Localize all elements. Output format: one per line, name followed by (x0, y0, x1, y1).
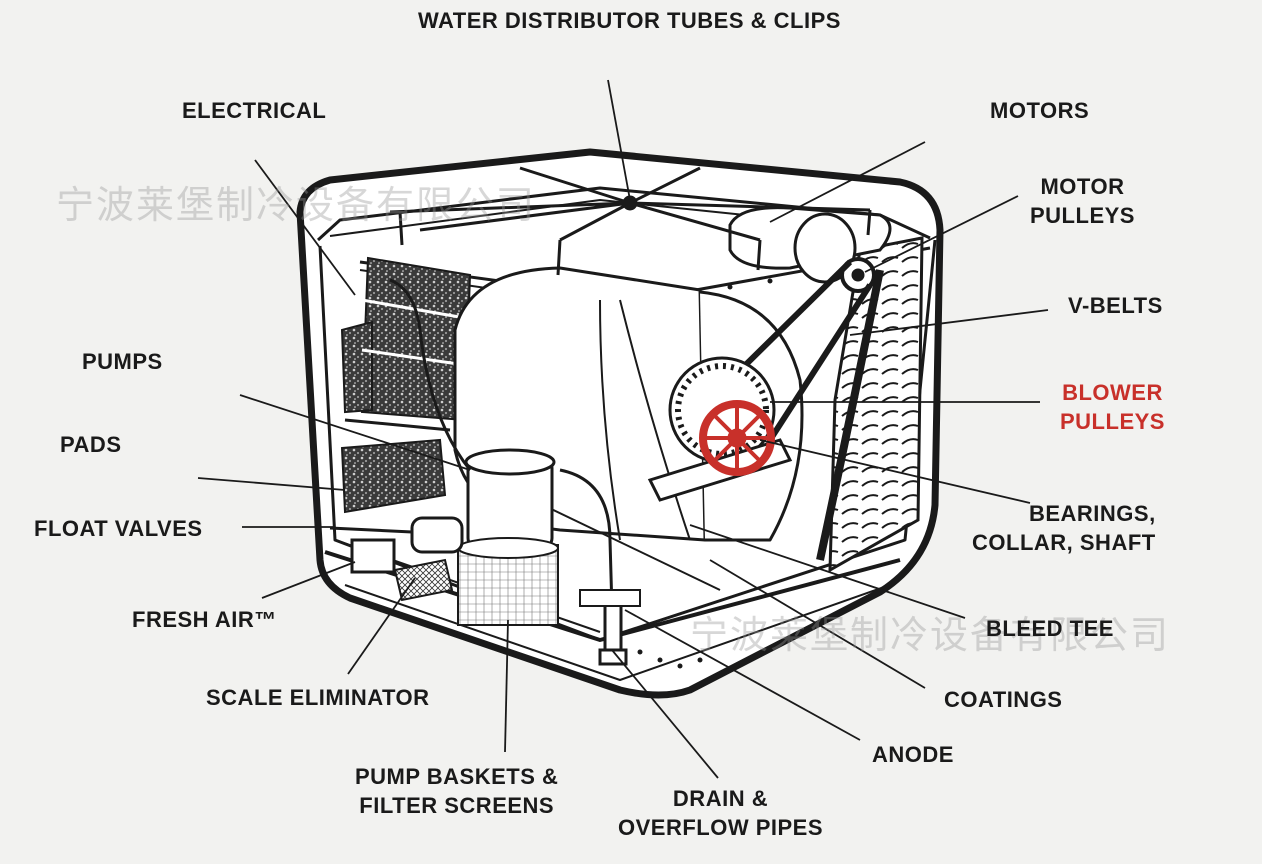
drain-pipe (579, 589, 641, 666)
label-motor-pulleys: MOTOR PULLEYS (1030, 172, 1135, 230)
label-electrical: ELECTRICAL (182, 98, 327, 123)
leader-v-belts (849, 309, 1049, 336)
label-pump-baskets: PUMP BASKETS & FILTER SCREENS (355, 762, 558, 820)
label-pumps: PUMPS (82, 349, 163, 374)
leader-water-distributor (607, 79, 631, 201)
leader-motors (769, 141, 926, 223)
label-fresh-air: FRESH AIR™ (132, 607, 277, 632)
label-blower-pulleys-line1: BLOWER (1062, 380, 1163, 405)
label-water-distributor: WATER DISTRIBUTOR TUBES & CLIPS (418, 8, 841, 33)
label-pump-baskets-line1: PUMP BASKETS & (355, 764, 559, 789)
leader-coatings (709, 559, 926, 689)
label-motor-pulleys-line1: MOTOR (1040, 174, 1125, 199)
label-bearings-line1: BEARINGS, (1028, 501, 1156, 526)
leader-electrical (254, 159, 356, 296)
leader-pads (197, 477, 346, 491)
label-v-belts: V-BELTS (1068, 293, 1163, 318)
label-pads: PADS (60, 432, 122, 457)
label-anode: ANODE (872, 742, 954, 767)
leader-fresh-air (261, 561, 356, 599)
label-bearings: BEARINGS, COLLAR, SHAFT (972, 499, 1156, 557)
label-blower-pulleys: BLOWER PULLEYS (1060, 378, 1165, 436)
leader-bleed-tee (689, 524, 966, 619)
leader-motor-pulleys (864, 195, 1019, 273)
leader-bearings (759, 439, 1031, 504)
label-bearings-line2: COLLAR, SHAFT (972, 530, 1156, 555)
leader-pump-baskets (504, 619, 509, 753)
fresh-air-box (350, 538, 396, 574)
leader-pumps (239, 394, 471, 471)
label-drain: DRAIN & OVERFLOW PIPES (618, 784, 823, 842)
pump-assembly (389, 278, 614, 626)
watermark-top: 宁波莱堡制冷设备有限公司 (56, 183, 537, 227)
motor-assembly (728, 206, 892, 293)
label-motor-pulleys-line2: PULLEYS (1030, 203, 1135, 228)
label-drain-line1: DRAIN & (672, 786, 769, 811)
watermark-bottom: 宁波莱堡制冷设备有限公司 (690, 613, 1171, 657)
blower-pulley (699, 400, 775, 476)
scale-eliminator-screen (393, 558, 454, 602)
louver-panel (816, 236, 924, 573)
leader-scale-eliminator (347, 577, 416, 675)
label-coatings: COATINGS (944, 687, 1063, 712)
water-distributor (389, 166, 872, 276)
label-drain-line2: OVERFLOW PIPES (618, 815, 824, 840)
evaporative-pads (340, 256, 472, 514)
float-valve (329, 516, 464, 554)
leader-lines (197, 79, 1049, 779)
label-bleed-tee: BLEED TEE (986, 616, 1114, 641)
label-pump-baskets-line2: FILTER SCREENS (359, 793, 555, 818)
leader-anode (624, 609, 861, 741)
label-motors: MOTORS (990, 98, 1090, 123)
label-blower-pulleys-line2: PULLEYS (1060, 409, 1165, 434)
leader-drain (611, 649, 719, 779)
label-float-valves: FLOAT VALVES (34, 516, 203, 541)
label-scale-eliminator: SCALE ELIMINATOR (206, 685, 430, 710)
